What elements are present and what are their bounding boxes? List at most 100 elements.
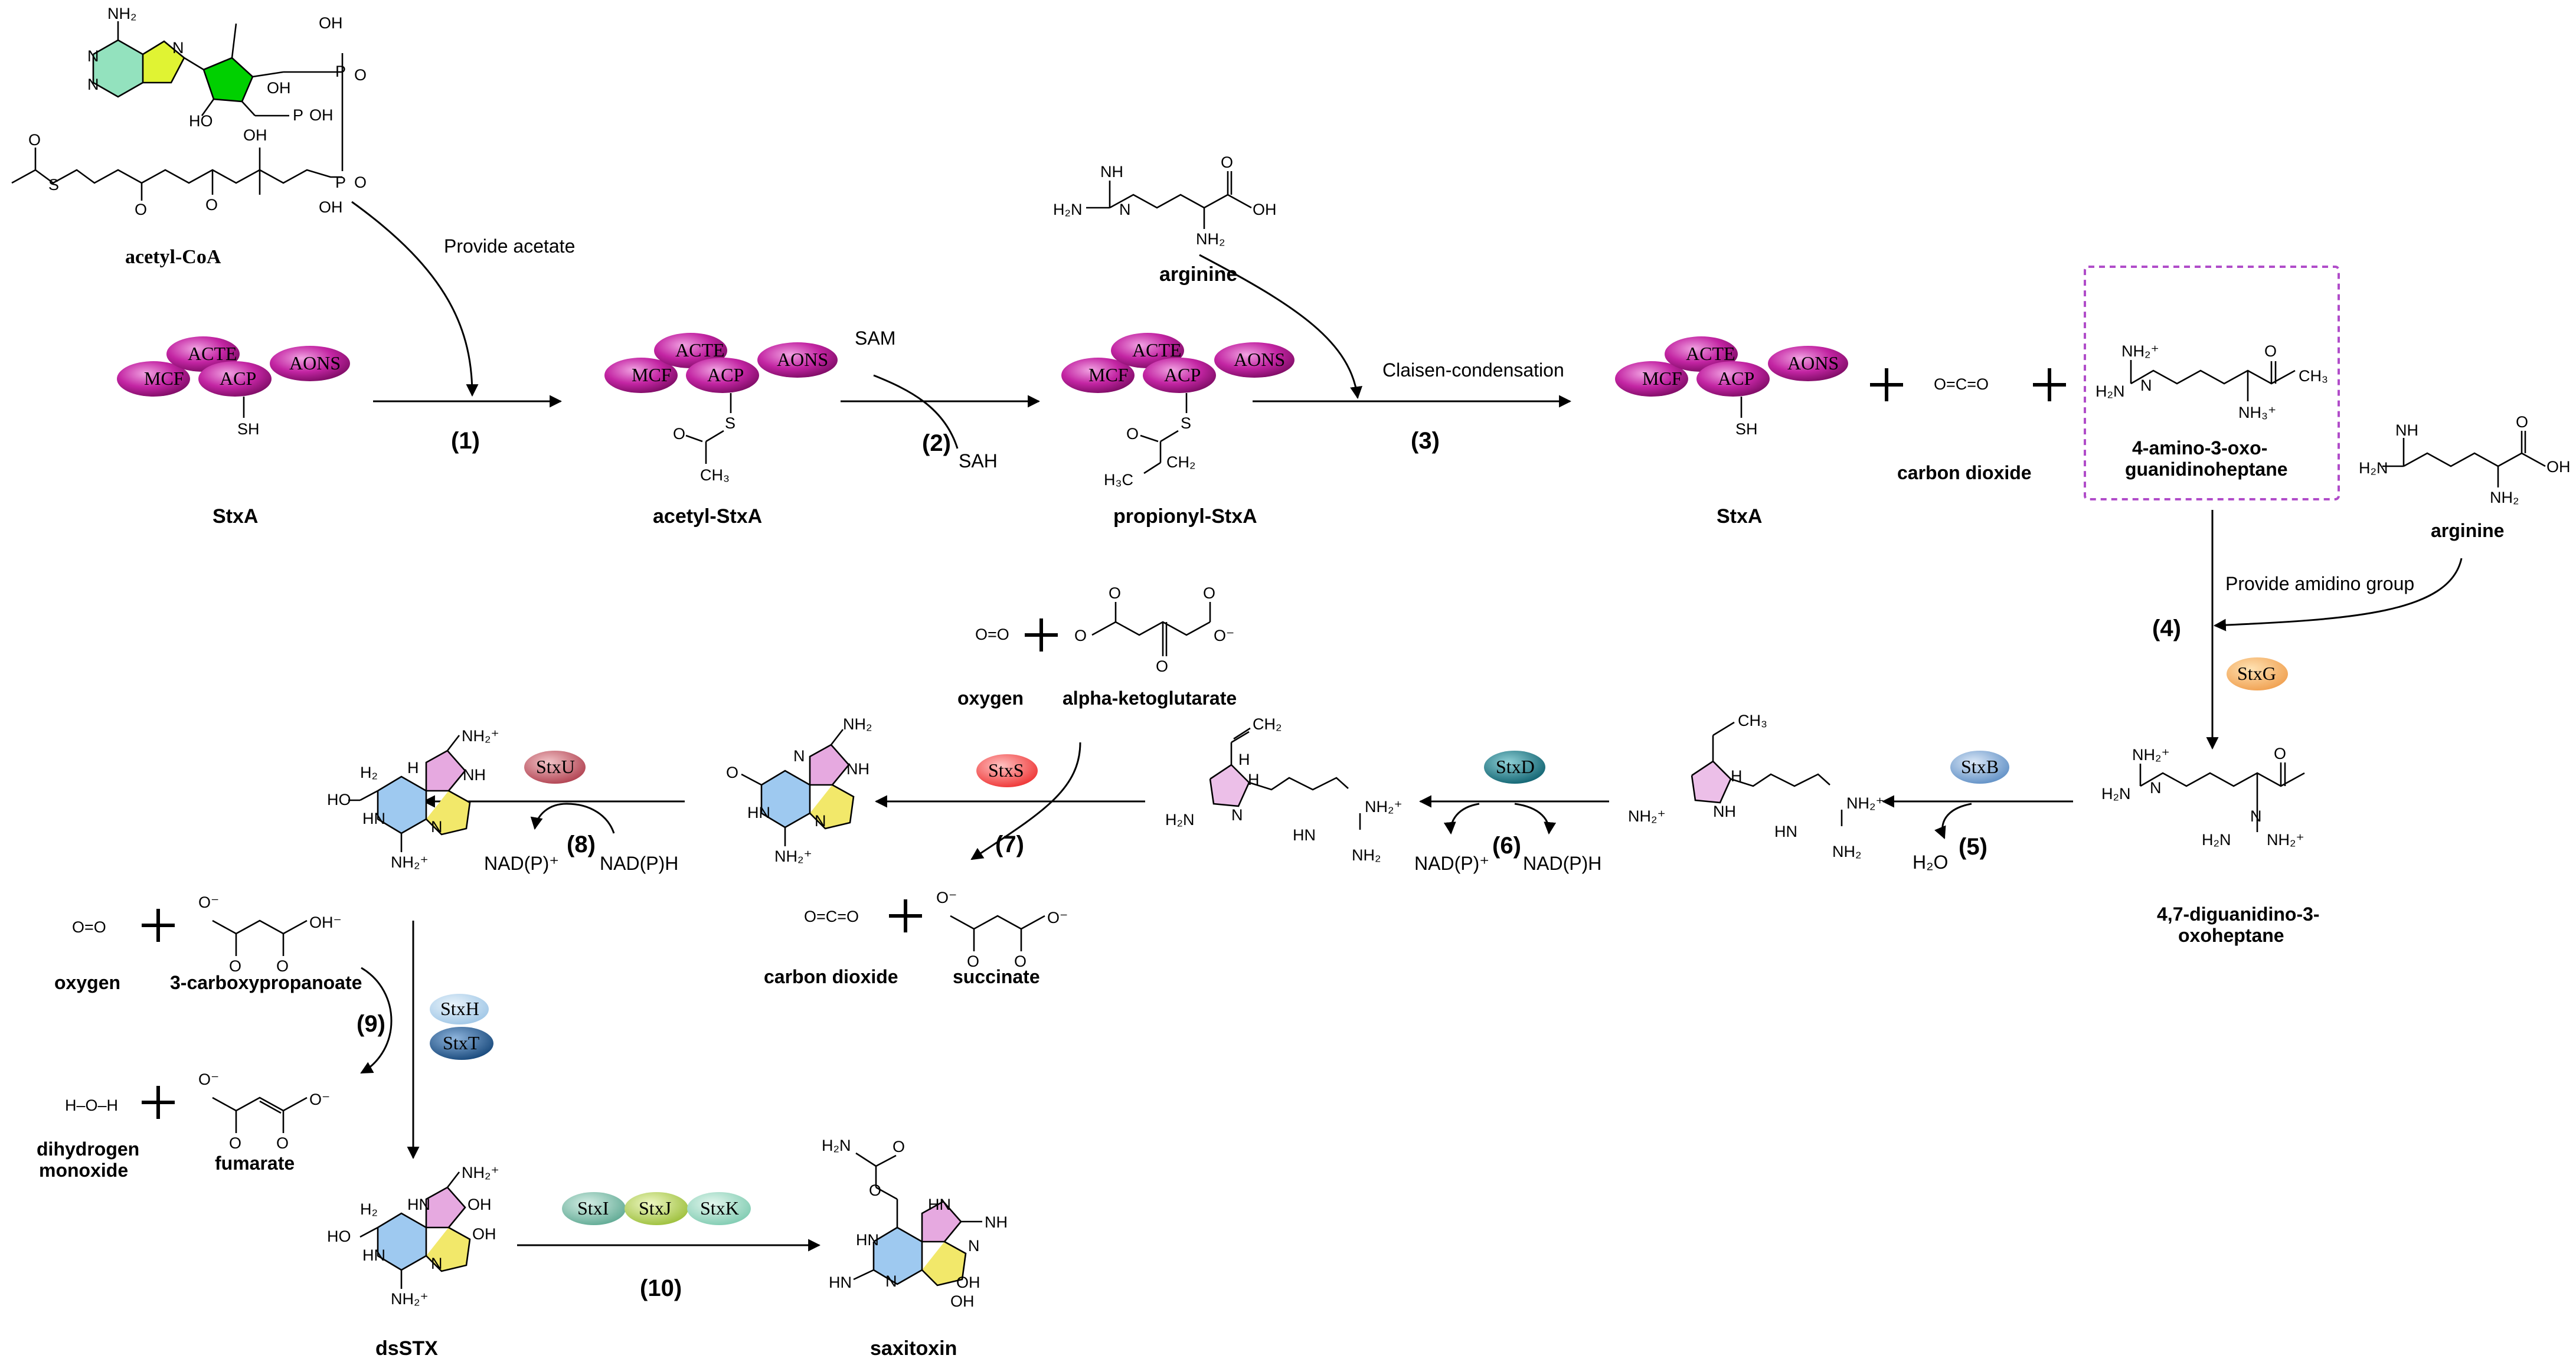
compound-name-line2: oxoheptane [2178, 925, 2284, 946]
atom-label: P [335, 174, 346, 191]
atom-label: NH₂⁺ [2267, 831, 2304, 849]
atom-label: HO [189, 112, 213, 130]
atom-label: H₂N [2202, 831, 2231, 849]
atom-label: N [2250, 807, 2262, 825]
atom-label: NH₂ [843, 715, 872, 733]
atom-label: O [1203, 584, 1215, 602]
arginine-right: NH H₂N O OH NH₂ arginine [2359, 413, 2571, 541]
atom-label: HO [327, 1227, 351, 1245]
atom-label: H₂N [2096, 382, 2124, 400]
atom-label: HN [1774, 823, 1797, 840]
oxygen-carboxypropanoate: O=O O⁻ O O OH⁻ oxygen 3-carboxypropanoat… [54, 893, 362, 993]
atom-label: N [172, 39, 184, 57]
intermediate-vinyl-imidazoline: CH₂ H₂N N H H HN NH₂⁺ NH₂ [1165, 715, 1403, 864]
atom-label: HO [327, 791, 351, 808]
cofactor-arrow-8 [530, 803, 615, 834]
step-label-5: (5) [1959, 834, 1987, 860]
atom-label: NH₂ [1196, 230, 1225, 248]
domain-label: ACTE [1132, 339, 1182, 361]
acetate-curve-arrow [351, 201, 479, 397]
arginine-top: NH H₂N N O OH NH₂ arginine [1053, 153, 1277, 286]
atom-label: O [276, 1134, 289, 1152]
atom-label: O [2516, 413, 2528, 431]
atom-label: N [815, 812, 826, 830]
note-nadp-8: NAD(P)⁺ [484, 853, 559, 874]
atom-label: NH [985, 1213, 1008, 1231]
atom-label: O [1221, 153, 1233, 171]
atom-label: NH₂ [1832, 843, 1861, 860]
cofactor-arrow-6b [1514, 803, 1557, 835]
compound-name-propionyl-stxa: propionyl-StxA [1113, 505, 1257, 528]
step-label-2: (2) [922, 430, 951, 456]
enzyme-label-stxb: StxB [1961, 756, 1999, 777]
compound-name-line1: 4-amino-3-oxo- [2132, 437, 2267, 459]
atom-label: O [893, 1138, 905, 1155]
stxa-regenerated: MCF ACTE ACP AONS SH StxA [1615, 336, 1848, 528]
atom-label: NH₂⁺ [1365, 798, 1403, 816]
atom-label: HN [407, 1196, 430, 1213]
atom-label: O [2274, 745, 2286, 762]
atom-label: H₂N [2101, 785, 2130, 803]
compound-name-akg: alpha-ketoglutarate [1063, 688, 1237, 709]
compound-name-carbon-dioxide-2: carbon dioxide [764, 966, 898, 987]
atom-label: SH [1735, 420, 1758, 438]
dsstx-structure: HO H₂ HN HN OH OH N NH₂⁺ NH₂⁺ dsSTX [327, 1164, 499, 1360]
domain-label: AONS [289, 352, 341, 374]
enzyme-label-stxg: StxG [2237, 663, 2276, 684]
atom-label: HN [362, 1246, 385, 1264]
domain-label: ACP [220, 368, 256, 389]
atom-label: O [229, 957, 241, 975]
enzyme-label-stxu: StxU [536, 756, 575, 777]
enzyme-label-stxk: StxK [700, 1197, 739, 1219]
compound-name-dsstx: dsSTX [375, 1337, 438, 1360]
atom-label: N [87, 47, 99, 65]
domain-label: MCF [1088, 364, 1129, 385]
compound-name-carbon-dioxide: carbon dioxide [1897, 462, 2032, 483]
compound-name-water-line2: monoxide [39, 1160, 128, 1181]
atom-label: O [276, 957, 289, 975]
atom-label: H [1731, 767, 1743, 785]
atom-label: O [135, 201, 147, 218]
atom-label: N [431, 818, 443, 836]
atom-label: O [673, 425, 685, 443]
note-sah: SAH [959, 450, 998, 472]
domain-label: MCF [632, 364, 672, 385]
enzyme-stxu [524, 751, 586, 784]
acetyl-stxa: MCF ACTE ACP AONS S O CH₃ acetyl-StxA [604, 333, 838, 528]
atom-label: OH [1253, 201, 1277, 218]
atom-label: N [431, 1255, 443, 1272]
atom-label: H₂N [1053, 201, 1082, 218]
atom-label: H [1238, 751, 1250, 768]
compound-name-stxa-2: StxA [1717, 505, 1762, 528]
atom-label: O [726, 764, 738, 781]
compound-name-oxygen: oxygen [957, 688, 1024, 709]
compound-name-oxygen-2: oxygen [54, 972, 120, 993]
enzyme-stxi [562, 1192, 626, 1225]
atom-label: HN [747, 804, 770, 821]
diguanidino-oxoheptane: NH₂⁺ H₂N N O N H₂N NH₂⁺ 4,7-diguanidino-… [2101, 745, 2320, 946]
stxa-start: MCF ACTE ACP AONS SH StxA [117, 336, 350, 528]
atom-label: O=O [975, 626, 1009, 643]
atom-label: O [869, 1181, 881, 1199]
atom-label: N [1231, 806, 1243, 824]
compound-name-succinate: succinate [953, 966, 1040, 987]
atom-label: O [1014, 952, 1027, 970]
step-label-4: (4) [2152, 616, 2181, 641]
enzyme-label-stxi: StxI [577, 1197, 609, 1219]
saxitoxin-structure: H₂N O O HN HN NH N HN N OH OH saxitoxin [822, 1137, 1008, 1360]
compound-name-water-line1: dihydrogen [37, 1138, 139, 1160]
step-label-7: (7) [995, 832, 1024, 857]
water-release-arrow [1934, 803, 1972, 839]
atom-label: OH [468, 1196, 492, 1213]
domain-label: ACTE [1686, 343, 1735, 364]
atom-label: O⁻ [198, 1071, 219, 1088]
atom-label: OH [2546, 458, 2571, 476]
enzyme-stxj [625, 1192, 688, 1225]
atom-label: S [48, 176, 59, 194]
atom-label: N [885, 1272, 897, 1290]
note-nadph-6: NAD(P)H [1523, 853, 1601, 874]
enzyme-stxb [1950, 751, 2009, 784]
amino-oxo-guanidinoheptane: NH₂⁺ H₂N N O CH₃ NH₃⁺ 4-amino-3-oxo- gua… [2084, 266, 2340, 500]
atom-label: S [1181, 414, 1191, 432]
